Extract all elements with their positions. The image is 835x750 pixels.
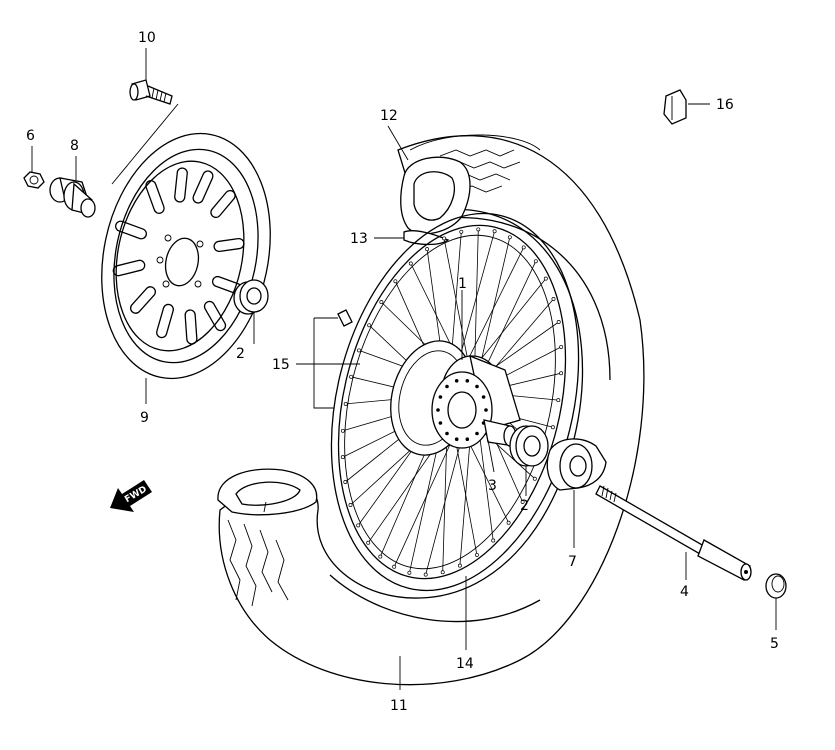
hub-hole [436,408,440,412]
rim-tape [403,230,450,246]
callout-13: 13 [350,231,368,247]
spoke-nipple [407,570,412,575]
hub-hole [445,384,449,389]
callout-15: 15 [272,357,290,373]
callout-12: 12 [380,108,398,124]
spoke-nipple [532,476,537,481]
spoke-nipple [551,297,556,301]
spoke-nipple [474,552,479,557]
spoke-nipple [521,245,526,250]
spoke-nipple [379,300,384,305]
tire [217,134,645,686]
spoke-nipple [556,320,561,324]
spoke-nipple [392,564,397,569]
spoke-nipple [343,480,348,484]
axle-collar [546,438,607,491]
spoke-nipple [343,401,348,406]
hub-hole [445,431,449,436]
spoke-nipple [349,374,354,379]
spoke-nipple [491,538,496,543]
hub-hole [454,379,459,383]
nut [23,171,45,189]
spoke-nipple [357,348,361,353]
spoke-nipple [556,398,561,403]
spoke-nipple [507,235,512,240]
callout-8: 8 [70,138,79,154]
callout-3: 3 [488,478,497,494]
spoke-nipple [559,344,564,349]
leader-lines [31,48,777,690]
hub-hole [438,421,443,425]
hub-hole [465,379,470,383]
tire-tread-bottom [227,519,289,607]
callout-5: 5 [770,636,779,652]
hub-hole [438,395,443,399]
hub-hole [475,431,479,436]
hub-hole [454,437,459,442]
callout-11: 11 [390,698,408,714]
rim [330,212,580,592]
callout-labels: 10 6 8 2 9 12 13 15 1 3 2 7 4 5 16 14 11 [26,30,779,714]
spoke-nipple [520,499,525,504]
callout-6: 6 [26,128,35,144]
spoke-nipple [459,229,464,234]
spoke-nipple [340,455,345,460]
callout-1: 1 [458,276,467,292]
spoke-nipple [378,554,383,559]
air-valve [313,309,353,409]
hub-hole [465,437,470,442]
callout-14: 14 [456,656,474,672]
spoke-nipple [440,570,445,575]
spoke-nipple [356,523,361,528]
callout-2-left: 2 [236,346,245,362]
brake-disc [101,132,271,380]
spoke-nipple [408,261,413,266]
spoke-nipple [476,227,481,232]
callout-10: 10 [138,30,156,46]
spoke-nipple [533,259,538,264]
spoke-nipple [457,563,462,568]
tire-cross-section-top [400,156,471,235]
spoke-nipple [393,279,398,284]
callout-7: 7 [568,554,577,570]
spoke-nipple [367,323,372,328]
spoke-nipple [543,276,548,281]
bearing-left [233,279,269,315]
spoke-nipple [506,520,511,525]
spoke-nipple [550,425,555,430]
balancer-weight [663,89,687,125]
disc-bolt [129,79,173,105]
forward-arrow-icon: FWD [110,480,152,512]
hub-hole [484,408,488,412]
axle-cap [765,573,787,599]
hub-hole [481,395,486,399]
hub-hole [475,384,479,389]
callout-9: 9 [140,410,149,426]
spoke-nipple [425,247,430,252]
callout-2-right: 2 [520,498,529,514]
spoke-nipple [492,229,497,234]
wheel-hub [431,354,521,449]
spoke-nipple [340,428,345,433]
spoke-nipple [442,236,447,241]
spoke-nipple [423,572,428,577]
hub-flange-holes [436,379,488,442]
callout-16: 16 [716,97,734,113]
spacer [49,177,96,218]
front-axle [595,485,752,581]
spoke-nipple [559,371,564,376]
callout-4: 4 [680,584,689,600]
spoke-nipple [348,503,353,507]
bearing-right [509,425,549,467]
spoke-nipple [366,540,371,545]
